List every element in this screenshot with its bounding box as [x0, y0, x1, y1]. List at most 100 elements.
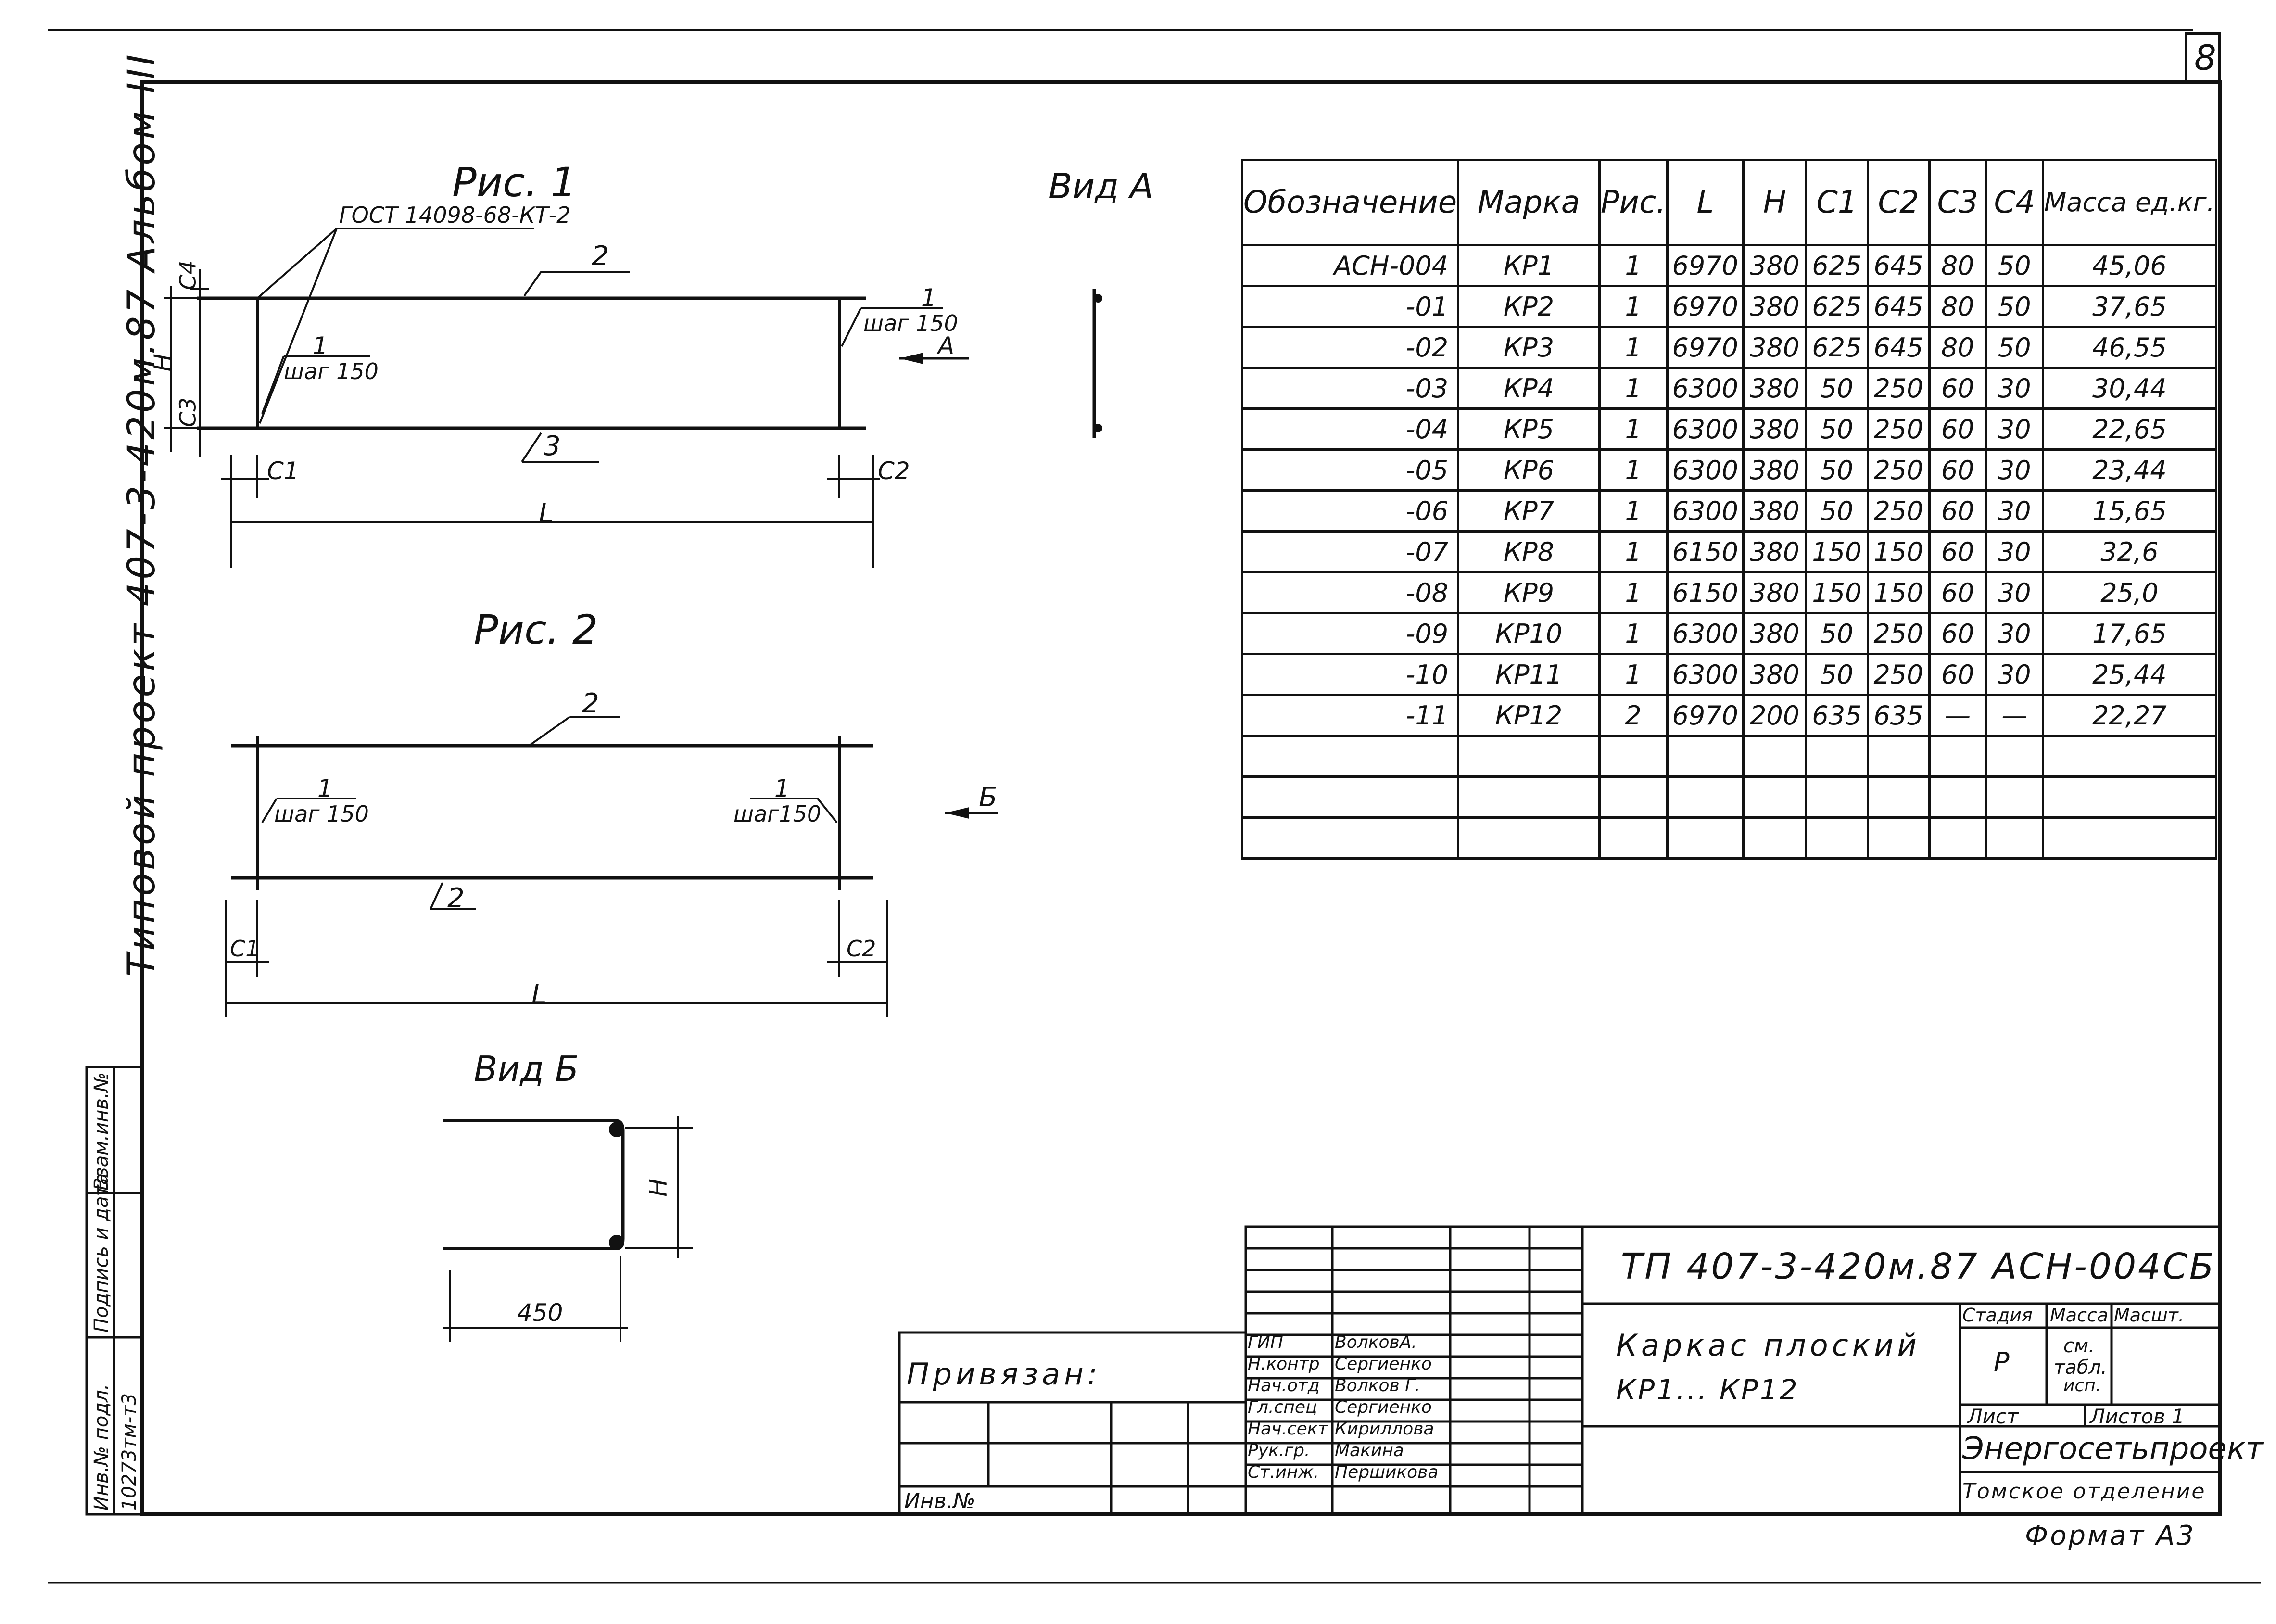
role-label: Ст.инж. [1248, 1462, 1319, 1482]
privyazan-inv: Инв.№ [904, 1489, 975, 1513]
table-cell: 250 [1866, 653, 1931, 696]
table-cell: 6300 [1666, 367, 1745, 410]
table-cell: 1 [1598, 285, 1669, 328]
view-b-dim-h: H [644, 1179, 672, 1197]
table-cell-empty [1866, 816, 1931, 860]
role-name: Першикова [1335, 1462, 1439, 1482]
table-cell: 6970 [1666, 326, 1745, 369]
role-label: Н.контр [1248, 1354, 1320, 1374]
table-cell: 60 [1928, 489, 1987, 533]
table-cell: 50 [1985, 244, 2044, 287]
fig1-right-step: шаг 150 [863, 310, 958, 336]
role-label: Рук.гр. [1248, 1441, 1310, 1460]
role-label: Гл.спец [1248, 1397, 1317, 1417]
doc-code: ТП 407-3-420м.87 АСН-004СБ [1621, 1246, 2216, 1287]
table-cell: 30 [1985, 530, 2044, 573]
role-name: Сергиенко [1335, 1354, 1432, 1374]
sheet-label: Лист [1967, 1405, 2019, 1428]
table-cell-empty [1666, 735, 1745, 778]
table-cell: КР9 [1457, 571, 1601, 614]
column-header: C1 [1805, 159, 1869, 246]
table-cell: 60 [1928, 407, 1987, 451]
table-cell: КР8 [1457, 530, 1601, 573]
fig1-dim-c1: C1 [267, 457, 299, 485]
table-cell-empty [2041, 775, 2218, 819]
column-header: Обозначение [1240, 159, 1460, 246]
table-cell: 1 [1598, 530, 1669, 573]
table-cell-empty [1457, 816, 1601, 860]
table-cell: 50 [1805, 489, 1869, 533]
title-block-frame [898, 1225, 2221, 1516]
table-cell: 50 [1805, 612, 1869, 655]
table-cell: 380 [1742, 285, 1808, 328]
table-cell: 635 [1805, 694, 1869, 737]
sheets-label: Листов 1 [2090, 1405, 2185, 1428]
stage-label: Стадия [1962, 1305, 2033, 1326]
format-label: Формат А3 [2025, 1520, 2196, 1551]
fig2-right-step: шаг150 [733, 801, 822, 827]
table-cell: 60 [1928, 448, 1987, 492]
org-name: Энергосетьпроект [1962, 1431, 2263, 1467]
table-row-empty [1240, 775, 2218, 819]
table-cell: 1 [1598, 448, 1669, 492]
table-row-empty [1240, 735, 2218, 778]
table-cell: -02 [1240, 326, 1460, 369]
table-cell: 380 [1742, 489, 1808, 533]
table-cell-empty [1598, 775, 1669, 819]
table-cell: -08 [1240, 571, 1460, 614]
role-name: Волков Г. [1335, 1376, 1420, 1396]
table-cell: 37,65 [2041, 285, 2218, 328]
column-header: H [1742, 159, 1808, 246]
table-cell: 1 [1598, 653, 1669, 696]
stage-value: Р [1994, 1347, 2010, 1377]
column-header: L [1666, 159, 1745, 246]
table-cell: 380 [1742, 612, 1808, 655]
table-cell-empty [1928, 775, 1987, 819]
table-cell: 30 [1985, 448, 2044, 492]
fig1-dim-l: L [539, 498, 554, 529]
table-cell: 30 [1985, 367, 2044, 410]
role-name: Кириллова [1335, 1419, 1434, 1439]
table-cell-empty [1598, 816, 1669, 860]
table-cell: 150 [1805, 571, 1869, 614]
table-cell: 30 [1985, 489, 2044, 533]
fig2-left-pos: 1 [317, 774, 333, 802]
table-cell: 6970 [1666, 244, 1745, 287]
role-name: Макина [1335, 1441, 1404, 1460]
fig1-left-step: шаг 150 [284, 358, 379, 384]
stamp-inv-value: 10273тм-т3 [118, 1393, 140, 1510]
table-cell: -10 [1240, 653, 1460, 696]
fig2-dim-c2: C2 [847, 936, 876, 962]
table-cell: 380 [1742, 653, 1808, 696]
table-cell: 45,06 [2041, 244, 2218, 287]
table-cell: КР7 [1457, 489, 1601, 533]
table-cell: 1 [1598, 489, 1669, 533]
table-cell: 60 [1928, 530, 1987, 573]
table-cell: 250 [1866, 489, 1931, 533]
table-cell: 6300 [1666, 612, 1745, 655]
fig2-dim-l: L [531, 979, 547, 1010]
table-cell-empty [2041, 816, 2218, 860]
table-cell: 6970 [1666, 285, 1745, 328]
column-header: C3 [1928, 159, 1987, 246]
fig2-right-pos: 1 [774, 774, 790, 802]
table-cell: 625 [1805, 326, 1869, 369]
fig2-arrow-label: Б [979, 782, 998, 813]
table-cell-empty [1985, 735, 2044, 778]
table-cell: 30 [1985, 612, 2044, 655]
table-cell-empty [1666, 775, 1745, 819]
table-cell-empty [1805, 735, 1869, 778]
table-cell: КР3 [1457, 326, 1601, 369]
table-cell: 32,6 [2041, 530, 2218, 573]
fig1-dim-c3: C3 [175, 397, 201, 427]
table-cell: КР12 [1457, 694, 1601, 737]
scale-label: Масшт. [2114, 1305, 2184, 1326]
fig2-dim-c1: C1 [230, 936, 260, 962]
